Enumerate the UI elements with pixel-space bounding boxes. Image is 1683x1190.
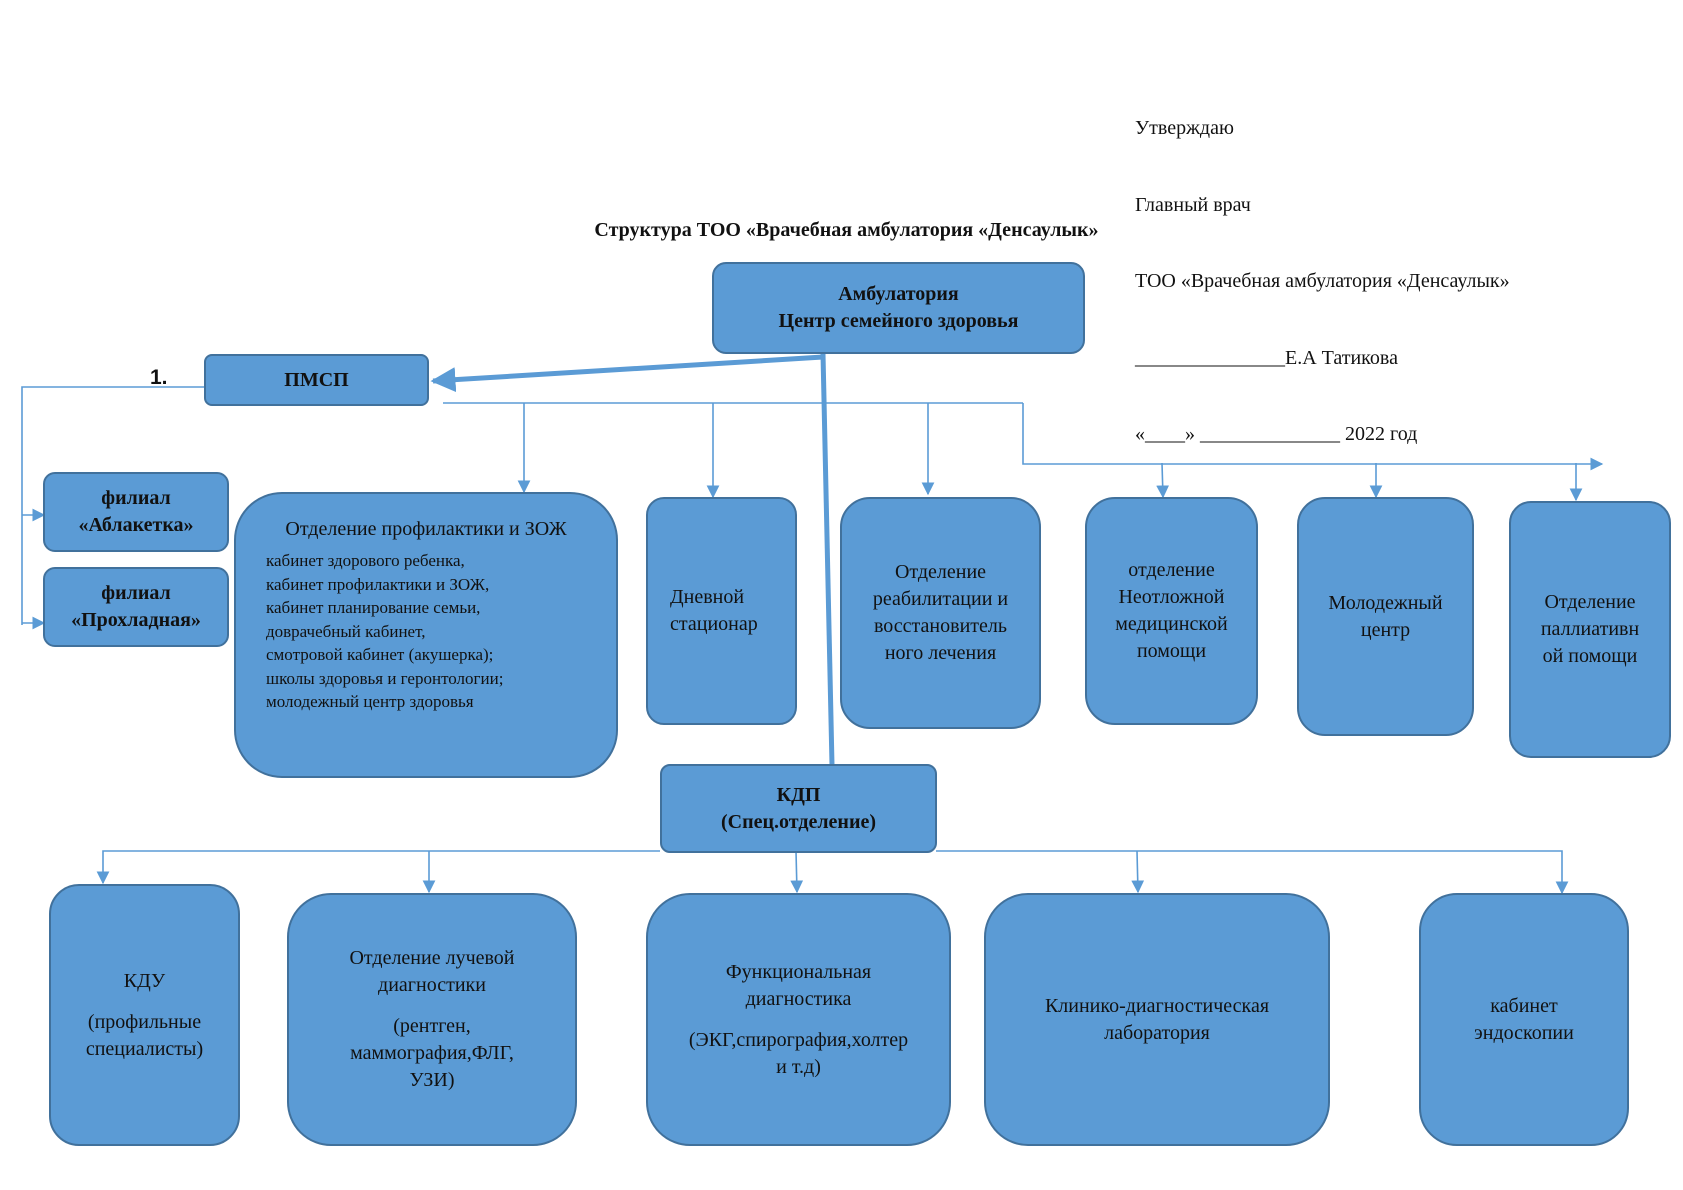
node-branch-ablaketka-line2: «Аблакетка»: [78, 514, 194, 536]
node-youth-center-line2: центр: [1360, 618, 1411, 641]
node-kdp: КДП (Спец.отделение): [660, 764, 937, 853]
root-to-kdp-line: [820, 353, 835, 766]
node-youth-center-line1: Молодежный: [1328, 591, 1443, 614]
node-root: Амбулатория Центр семейного здоровья: [712, 262, 1085, 354]
list-item: кабинет здорового ребенка,: [266, 551, 465, 570]
approval-line-organization: ТОО «Врачебная амбулатория «Денсаулык»: [1135, 270, 1510, 292]
node-day-hospital-line2: стационар: [670, 613, 758, 635]
node-kdu-title: КДУ: [123, 969, 166, 992]
node-root-line2: Центр семейного здоровья: [778, 310, 1019, 332]
node-rehab-line3: восстановитель: [874, 615, 1007, 637]
number-label: 1.: [150, 366, 168, 389]
node-branch-prokhladnaya-line1: филиал: [101, 582, 171, 604]
node-palliative-line1: Отделение: [1544, 591, 1636, 613]
approval-line-position: Главный врач: [1135, 193, 1251, 216]
node-radiology: Отделение лучевой диагностики (рентген, …: [287, 893, 577, 1146]
list-item: молодежный центр здоровья: [266, 692, 474, 711]
list-item: доврачебный кабинет,: [266, 621, 426, 641]
node-lab-line1: Клинико-диагностическая: [1044, 994, 1270, 1017]
node-prevention-list: кабинет здорового ребенка, кабинет профи…: [236, 549, 616, 714]
node-radiology-title1: Отделение лучевой: [349, 947, 515, 969]
list-item: школы здоровья и геронтологии;: [266, 668, 504, 688]
root-to-pmsp-arrow: [430, 354, 824, 393]
pmsp-secondary-line: [1022, 403, 1604, 471]
arrow-to-functional: [790, 850, 804, 894]
node-radiology-sub1: (рентген,: [393, 1015, 471, 1037]
node-root-line1: Амбулатория: [838, 283, 959, 305]
node-day-hospital: Дневной стационар: [646, 497, 797, 725]
node-prevention: Отделение профилактики и ЗОЖ кабинет здо…: [234, 492, 618, 778]
node-functional-sub2: и т.д): [776, 1055, 821, 1078]
node-kdp-line2: (Спец.отделение): [721, 810, 876, 833]
arrow-to-emergency: [1156, 462, 1170, 499]
approval-line-approve: Утверждаю: [1135, 117, 1234, 139]
node-prevention-heading: Отделение профилактики и ЗОЖ: [285, 518, 567, 540]
node-endoscopy: кабинет эндоскопии: [1419, 893, 1629, 1146]
node-pmsp-label: ПМСП: [284, 368, 349, 391]
node-rehab-line1: Отделение: [894, 561, 987, 583]
node-rehab-line2: реабилитации и: [872, 588, 1009, 610]
node-day-hospital-line1: Дневной: [670, 586, 745, 608]
node-radiology-sub3: УЗИ): [409, 1069, 455, 1091]
node-branch-prokhladnaya-line2: «Прохладная»: [71, 609, 201, 631]
node-pmsp: ПМСП: [204, 354, 429, 406]
approval-line-date: «____» ______________ 2022 год: [1135, 423, 1418, 445]
kdp-distribution-line: [96, 850, 660, 885]
node-radiology-sub2: маммография,ФЛГ,: [350, 1042, 514, 1064]
node-emergency-line1: отделение: [1128, 559, 1215, 581]
node-endoscopy-line2: эндоскопии: [1474, 1021, 1574, 1044]
approval-line-signature: _______________Е.А Татикова: [1135, 346, 1398, 369]
node-rehab-line4: ного лечения: [884, 642, 997, 664]
node-endoscopy-line1: кабинет: [1490, 994, 1558, 1017]
node-palliative-line2: паллиативн: [1540, 618, 1640, 640]
node-branch-prokhladnaya: филиал «Прохладная»: [43, 567, 229, 647]
node-rehab: Отделение реабилитации и восстановитель …: [840, 497, 1041, 729]
list-item: смотровой кабинет (акушерка);: [266, 645, 494, 664]
page-title: Структура ТОО «Врачебная амбулатория «Де…: [594, 219, 1099, 241]
approval-block: Утверждаю Главный врач ТОО «Врачебная ам…: [1135, 65, 1510, 473]
kdp-distribution-line-right: [936, 850, 1569, 895]
node-branch-ablaketka: филиал «Аблакетка»: [43, 472, 229, 552]
node-functional-sub1: (ЭКГ,спирография,холтер: [688, 1028, 909, 1051]
node-emergency-line3: медицинской: [1115, 613, 1228, 635]
arrow-to-lab: [1131, 850, 1145, 894]
node-lab: Клинико-диагностическая лаборатория: [984, 893, 1330, 1146]
node-palliative: Отделение паллиативн ой помощи: [1509, 501, 1671, 758]
node-palliative-line3: ой помощи: [1542, 645, 1638, 667]
node-youth-center: Молодежный центр: [1297, 497, 1474, 736]
pmsp-to-branches-line: [21, 386, 205, 625]
node-emergency-line2: Неотложной: [1118, 586, 1225, 608]
node-kdu-sub2: специалисты): [85, 1037, 204, 1060]
list-item: кабинет профилактики и ЗОЖ,: [266, 574, 490, 594]
node-functional: Функциональная диагностика (ЭКГ,спирогра…: [646, 893, 951, 1146]
node-emergency-line4: помощи: [1136, 640, 1207, 662]
node-lab-line2: лаборатория: [1104, 1021, 1210, 1044]
node-kdp-line1: КДП: [776, 783, 821, 806]
node-functional-title1: Функциональная: [725, 960, 872, 983]
list-item: кабинет планирование семьи,: [266, 598, 481, 617]
node-kdu: КДУ (профильные специалисты): [49, 884, 240, 1146]
node-kdu-sub1: (профильные: [87, 1010, 202, 1033]
node-emergency: отделение Неотложной медицинской помощи: [1085, 497, 1258, 725]
node-radiology-title2: диагностики: [378, 974, 486, 996]
node-branch-ablaketka-line1: филиал: [101, 487, 171, 509]
node-functional-title2: диагностика: [745, 987, 852, 1010]
